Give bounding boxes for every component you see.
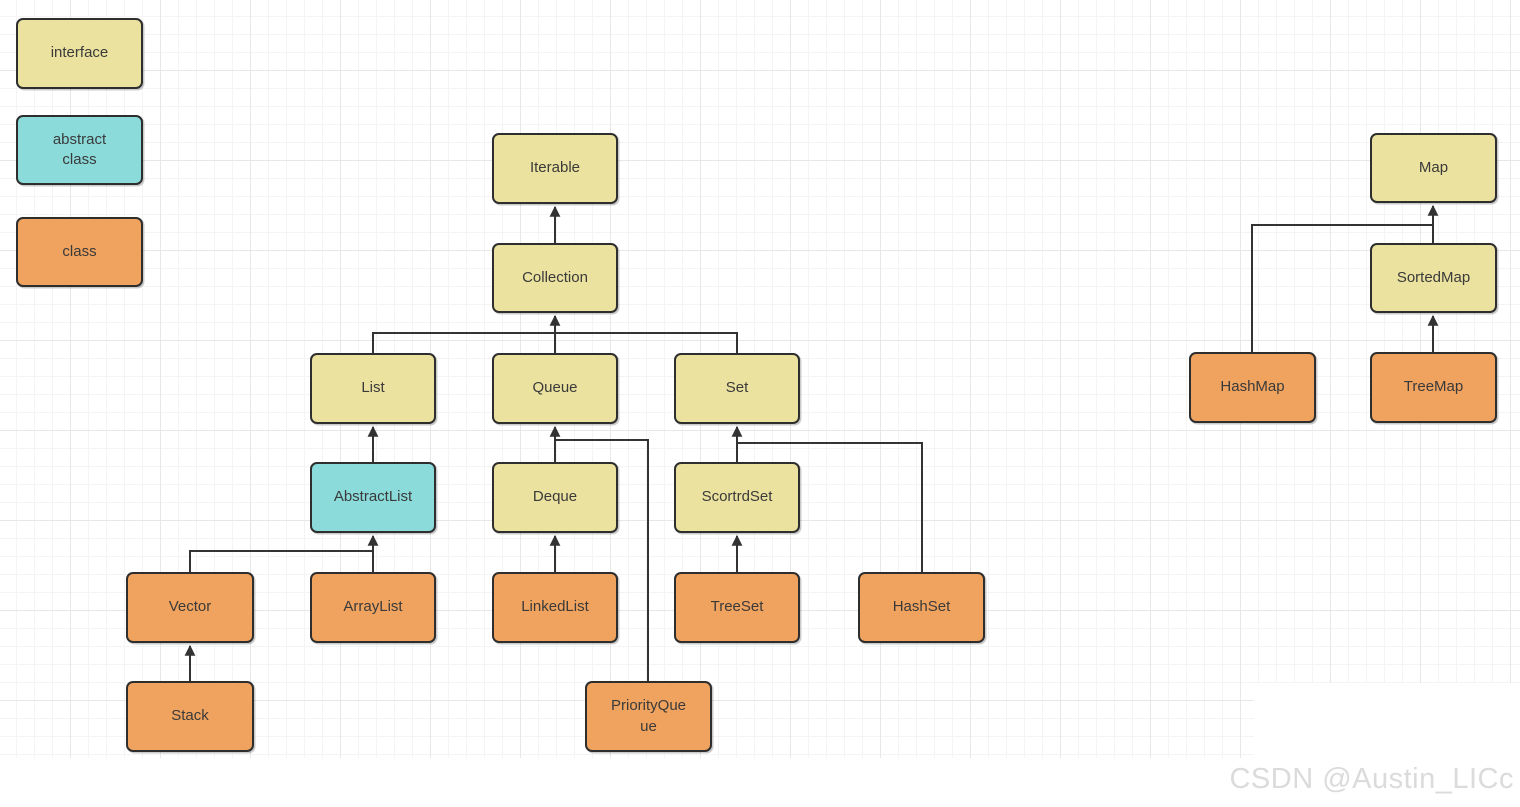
node-set: Set xyxy=(674,353,800,424)
edge-vector-to-abstractlist-elbow xyxy=(189,550,372,572)
node-linkedlist: LinkedList xyxy=(492,572,618,643)
node-label-legend-abstract-class: abstract class xyxy=(52,130,107,168)
node-label-map: Map xyxy=(1418,158,1449,176)
node-label-vector: Vector xyxy=(168,598,212,616)
node-label-hashset: HashSet xyxy=(892,598,951,616)
edge-set-to-collection-elbow xyxy=(555,332,738,353)
node-map: Map xyxy=(1370,133,1497,203)
node-label-treeset: TreeSet xyxy=(710,598,764,616)
node-abstractlist: AbstractList xyxy=(310,462,436,533)
node-iterable: Iterable xyxy=(492,133,618,204)
node-deque: Deque xyxy=(492,462,618,533)
node-label-deque: Deque xyxy=(532,488,578,506)
node-collection: Collection xyxy=(492,243,618,313)
edge-list-to-collection-elbow xyxy=(372,332,555,353)
node-label-scortrdset: ScortrdSet xyxy=(701,488,773,506)
node-label-stack: Stack xyxy=(171,707,209,725)
node-priorityqueue: PriorityQue ue xyxy=(585,681,712,752)
white-patch-1 xyxy=(0,758,1520,807)
node-legend-interface: interface xyxy=(16,18,143,89)
node-label-arraylist: ArrayList xyxy=(343,598,403,616)
node-label-linkedlist: LinkedList xyxy=(521,598,589,616)
node-label-priorityqueue: PriorityQue ue xyxy=(610,697,687,735)
node-label-sortedmap: SortedMap xyxy=(1396,268,1471,286)
node-legend-class: class xyxy=(16,217,143,287)
node-treeset: TreeSet xyxy=(674,572,800,643)
node-treemap: TreeMap xyxy=(1370,352,1497,423)
node-legend-abstract-class: abstract class xyxy=(16,115,143,185)
node-label-set: Set xyxy=(725,379,749,397)
node-queue: Queue xyxy=(492,353,618,424)
node-label-iterable: Iterable xyxy=(529,159,581,177)
node-arraylist: ArrayList xyxy=(310,572,436,643)
node-label-legend-interface: interface xyxy=(50,44,109,62)
node-hashset: HashSet xyxy=(858,572,985,643)
node-label-treemap: TreeMap xyxy=(1403,378,1464,396)
node-label-legend-class: class xyxy=(62,242,97,260)
node-label-list: List xyxy=(361,379,385,397)
node-sortedmap: SortedMap xyxy=(1370,243,1497,313)
node-label-abstractlist: AbstractList xyxy=(333,488,413,506)
node-stack: Stack xyxy=(126,681,254,752)
node-hashmap: HashMap xyxy=(1189,352,1316,423)
watermark-text: CSDN @Austin_LICc xyxy=(1229,763,1514,795)
node-label-collection: Collection xyxy=(522,268,588,286)
node-vector: Vector xyxy=(126,572,254,643)
node-list: List xyxy=(310,353,436,424)
node-scortrdset: ScortrdSet xyxy=(674,462,800,533)
node-label-queue: Queue xyxy=(532,379,578,397)
node-label-hashmap: HashMap xyxy=(1220,378,1285,396)
